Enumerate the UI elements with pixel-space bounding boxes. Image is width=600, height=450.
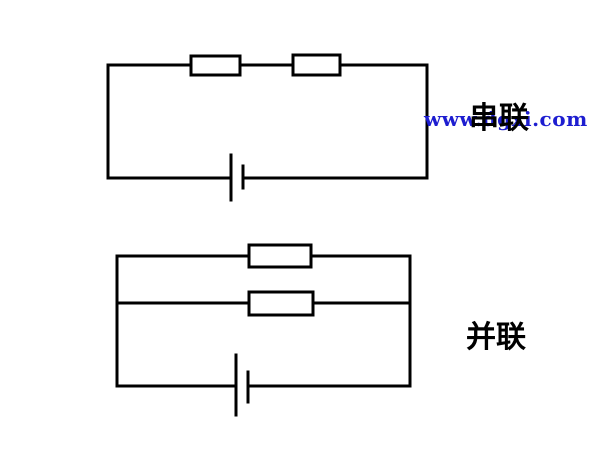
parallel-circuit	[115, 243, 412, 417]
parallel-resistor-2	[247, 290, 315, 317]
series-resistor-1	[189, 54, 242, 77]
series-circuit-label: 串联	[469, 101, 529, 136]
parallel-circuit-label: 并联	[466, 320, 526, 355]
parallel-resistor-1	[247, 243, 313, 269]
series-circuit	[106, 53, 429, 202]
series-circuit-wire	[106, 63, 429, 180]
watermark-text: www.dgxi.com	[424, 107, 588, 131]
parallel-circuit-wire	[115, 254, 412, 388]
series-resistor-2	[291, 53, 342, 77]
